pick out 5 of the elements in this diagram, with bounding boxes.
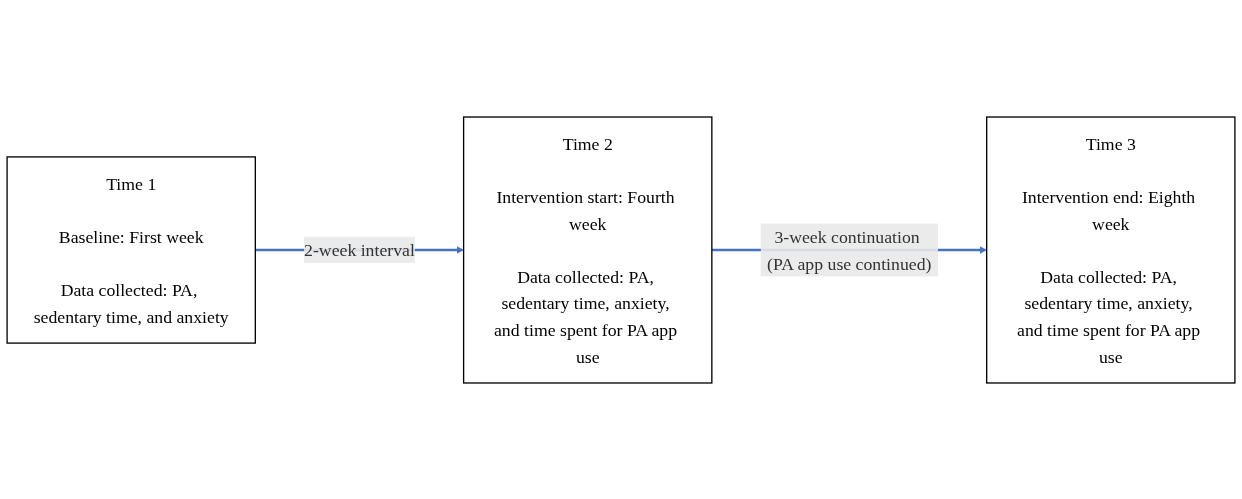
node-box: Time 1 Baseline: First week Data collected: PA, sedentary time, and anxiety bbox=[6, 155, 256, 344]
edge-label: 3-week continuation (PA app use continued) bbox=[767, 226, 932, 273]
node-box: Time 3 Intervention end: Eighth week Data collected: PA, sedentary time, anxiety, and time spent for PA app use bbox=[986, 115, 1236, 384]
edge-label: 2-week interval bbox=[304, 239, 415, 260]
node-box: Time 2 Intervention start: Fourth week Data collected: PA, sedentary time, anxiety, and time spent for PA app use bbox=[462, 115, 713, 384]
